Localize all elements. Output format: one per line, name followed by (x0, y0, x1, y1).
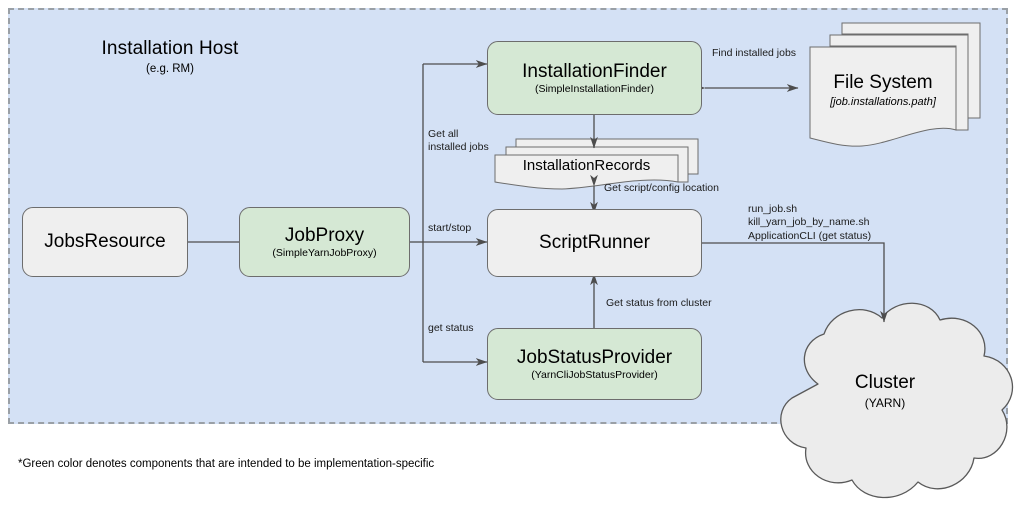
node-script-runner[interactable]: ScriptRunner (487, 209, 702, 277)
edge-label-start-stop: start/stop (428, 222, 472, 234)
job-proxy-subtitle: (SimpleYarnJobProxy) (272, 246, 377, 259)
installation-finder-subtitle: (SimpleInstallationFinder) (534, 82, 655, 95)
installation-host-title: Installation Host (101, 38, 239, 59)
node-job-status-provider[interactable]: JobStatusProvider (YarnCliJobStatusProvi… (487, 328, 702, 400)
edge-label-cluster-commands: run_job.sh kill_yarn_job_by_name.sh Appl… (748, 203, 872, 242)
script-runner-title: ScriptRunner (539, 232, 650, 254)
edge-label-get-script-config-location: Get script/config location (604, 182, 719, 194)
footnote: *Green color denotes components that are… (18, 458, 435, 470)
edge-label-get-all-installed-jobs: Get all installed jobs (428, 128, 489, 154)
cluster-cloud-shape (780, 302, 1014, 499)
edge-label-get-status: get status (428, 322, 474, 334)
edge-label-get-status-from-cluster: Get status from cluster (606, 297, 712, 309)
jobs-resource-title: JobsResource (44, 231, 166, 253)
file-system-stack: File System [job.installations.path] (800, 18, 981, 148)
file-system-label: File System [job.installations.path] (810, 72, 956, 108)
node-jobs-resource[interactable]: JobsResource (22, 207, 188, 277)
job-status-provider-title: JobStatusProvider (516, 346, 673, 368)
installation-finder-title: InstallationFinder (522, 60, 667, 82)
installation-records-title: InstallationRecords (522, 157, 651, 174)
node-installation-finder[interactable]: InstallationFinder (SimpleInstallationFi… (487, 41, 702, 115)
job-status-provider-subtitle: (YarnCliJobStatusProvider) (531, 368, 658, 381)
installation-records-label: InstallationRecords (495, 157, 678, 175)
installation-records-stack: InstallationRecords (492, 136, 702, 190)
node-job-proxy[interactable]: JobProxy (SimpleYarnJobProxy) (239, 207, 410, 277)
job-proxy-title: JobProxy (284, 224, 365, 246)
installation-records-shape (494, 138, 699, 190)
file-system-title: File System (833, 72, 933, 93)
installation-host-subtitle: (e.g. RM) (146, 63, 194, 75)
file-system-shape (809, 22, 981, 147)
file-system-subtitle: [job.installations.path] (830, 95, 936, 108)
edge-label-find-installed-jobs: Find installed jobs (712, 47, 797, 59)
